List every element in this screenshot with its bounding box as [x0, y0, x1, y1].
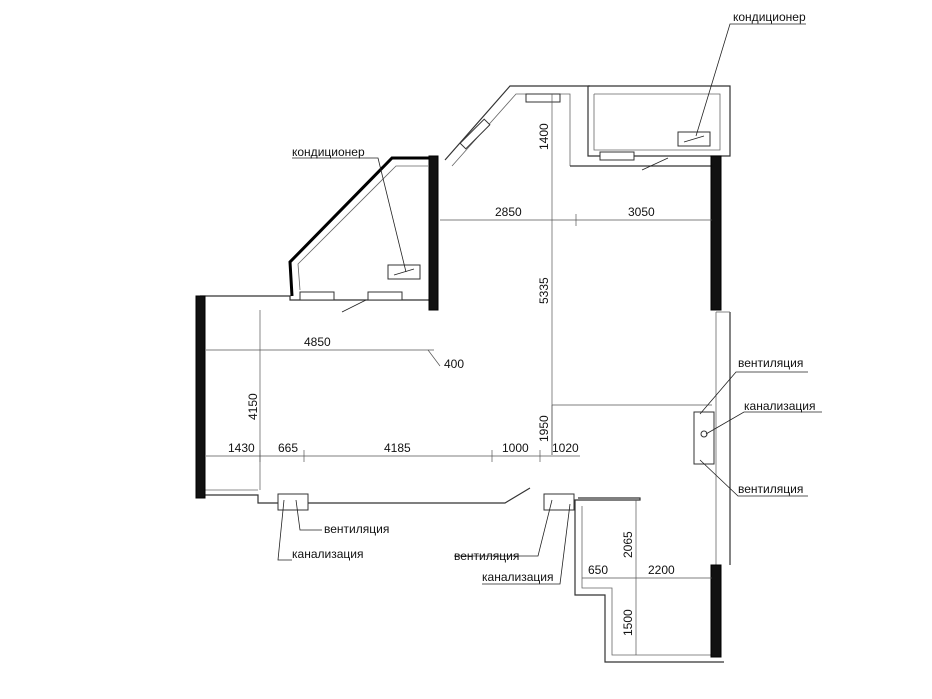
leader-vent-right-top — [699, 371, 808, 415]
window-right-bottom — [710, 564, 722, 658]
door-swing-top — [641, 157, 669, 171]
leader-vent-bottom-mid — [454, 499, 553, 557]
leaders — [277, 23, 822, 585]
dim-1400: 1400 — [537, 123, 551, 150]
riser-bottom-left — [277, 493, 309, 511]
dim-1500: 1500 — [621, 609, 635, 636]
window-right-top — [710, 155, 722, 311]
dim-4850: 4850 — [304, 335, 331, 349]
leader-ac-left — [292, 157, 407, 273]
dim-1020: 1020 — [552, 441, 579, 455]
riser-right — [693, 411, 715, 465]
label-vent-right-bottom: вентиляция — [738, 482, 803, 496]
window-diagonal-center — [428, 155, 439, 311]
dim-2065: 2065 — [621, 531, 635, 558]
label-vent-bottom-mid: вентиляция — [454, 549, 519, 563]
dim-1430: 1430 — [228, 441, 255, 455]
label-sewer-right: канализация — [744, 399, 815, 413]
door-swing-left — [341, 299, 367, 313]
wall-diagonal-left-inner — [297, 165, 428, 291]
wall-diagonal-top — [444, 85, 590, 161]
riser-bottom-mid — [543, 493, 575, 511]
dimension-texts: 1400 2850 3050 5335 4850 400 4150 1950 1… — [228, 123, 675, 636]
dim-400: 400 — [444, 357, 464, 371]
dim-3050: 3050 — [628, 205, 655, 219]
label-vent-right-top: вентиляция — [738, 356, 803, 370]
label-ac-left: кондиционер — [292, 145, 365, 159]
walls — [200, 85, 731, 663]
dim-4185: 4185 — [384, 441, 411, 455]
fixtures — [277, 93, 715, 511]
ac-unit-top-right-mark — [683, 135, 705, 143]
radiator-diag — [459, 118, 491, 150]
dim-2200: 2200 — [648, 563, 675, 577]
dim-2850: 2850 — [495, 205, 522, 219]
dim-5335: 5335 — [537, 277, 551, 304]
wall-top-right-bay — [587, 85, 731, 157]
dimension-lines — [206, 94, 712, 655]
dim-665: 665 — [278, 441, 298, 455]
leader-ac-top — [695, 23, 806, 137]
dim-1000: 1000 — [502, 441, 529, 455]
radiator-top-2 — [525, 93, 561, 103]
windows — [195, 155, 722, 658]
radiator-left-2 — [367, 291, 403, 301]
label-sewer-bottom-mid: канализация — [482, 570, 553, 584]
label-sewer-bottom-left: канализация — [292, 547, 363, 561]
label-vent-bottom-left: вентиляция — [324, 522, 389, 536]
leader-sewer-right — [705, 411, 822, 435]
text-labels: кондиционер кондиционер вентиляция канал… — [292, 10, 815, 584]
leader-sewer-bottom-left — [277, 499, 292, 561]
dim-1950: 1950 — [537, 415, 551, 442]
wall-diagonal-left — [288, 156, 432, 297]
riser-right-pipe — [700, 430, 708, 438]
leader-vent-right-bottom — [699, 459, 808, 497]
window-left — [195, 295, 206, 499]
wall-left-room-top — [200, 295, 430, 301]
wall-bottom-right-room — [574, 497, 724, 663]
wall-left-room-bottom — [204, 487, 531, 504]
wall-bottom-right-room-inner — [581, 506, 716, 656]
dimline-400 — [427, 349, 441, 367]
radiator-left-1 — [299, 291, 335, 301]
dim-4150: 4150 — [246, 393, 260, 420]
dim-650: 650 — [588, 563, 608, 577]
leader-vent-bottom-left — [295, 499, 322, 531]
leader-sewer-bottom-mid — [482, 503, 571, 585]
ac-unit-left-mark — [393, 268, 415, 276]
radiator-top-1 — [599, 151, 635, 161]
label-ac-top: кондиционер — [733, 10, 806, 24]
wall-top-right-bay-inner — [593, 93, 721, 151]
